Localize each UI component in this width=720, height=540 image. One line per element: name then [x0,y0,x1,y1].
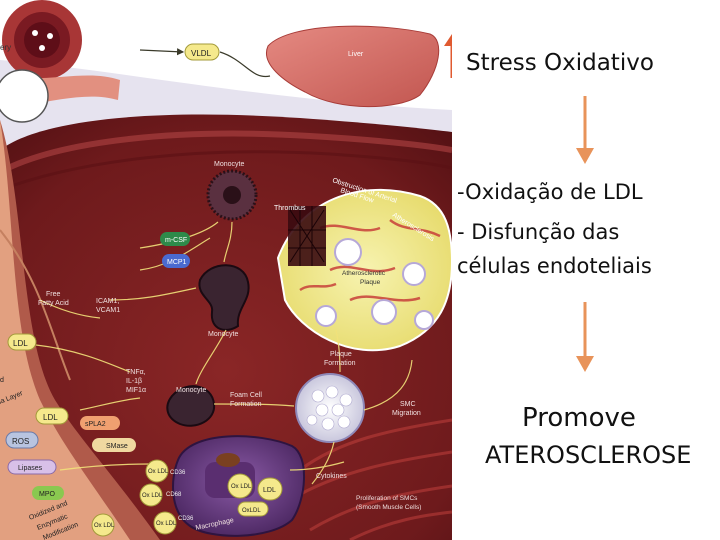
plaque-label-2: Plaque [360,279,381,286]
atherosclerosis-illustration: ery Liver VLDL [0,0,452,540]
tnf-label-1: TNFα, [126,369,146,376]
mpo-badge [32,486,64,500]
ox-ldl-3-label: Ox LDL [142,493,163,499]
liver-label: Liver [348,51,364,58]
mcp1-label: MCP1 [167,259,187,266]
mcp1-badge [162,254,190,268]
cd36-1-label: CD36 [170,470,186,476]
vldl-badge [184,43,220,61]
foam-label-1: Foam Cell [230,392,262,399]
monocyte-low-label: Monocyte [176,387,206,394]
ldl-right-badge [257,477,283,501]
tnf-label-3: MIF1α [126,387,146,394]
plaque-formation-label-1: Plaque [330,351,352,358]
ffa-label-1: Free [46,291,61,298]
oxldl-label: OxLDL [242,508,261,514]
ldl-right-label: LDL [263,487,276,494]
mcsf-badge [160,232,190,246]
icam-label-1: ICAM1, [96,298,119,305]
tnf-label-2: IL-1β [126,378,142,385]
d-label: d [0,377,4,384]
ox-ldl-5-badge [153,511,177,535]
stress-oxidativo-label: Stress Oxidativo [466,50,654,76]
mcsf-label: m-CSF [165,237,187,244]
ldl-left-badge [7,333,37,351]
thrombus-icon [288,206,326,266]
ox-ldl-5-label: Ox LDL [156,521,177,527]
smase-badge [92,438,136,452]
stress-up-arrow-icon [444,34,452,78]
plaque-label-1: Atherosclerotic [342,270,386,277]
plaque-formation-label-2: Formation [324,360,356,367]
mpo-label: MPO [39,491,56,498]
ldl-low-label: LDL [43,413,58,422]
ox-ldl-1-label: Ox LDL [148,469,169,475]
cd68-label: CD68 [166,492,182,498]
down-arrow-1-icon [576,96,594,164]
spla2-label: sPLA2 [85,421,106,428]
ros-badge [5,431,39,449]
monocyte-mid-label: Monocyte [208,331,238,338]
disfuncao-label: - Disfunção das [457,220,620,244]
icam-label-2: VCAM1 [96,307,120,314]
liver-icon [266,25,440,108]
smc-label-2: Migration [392,410,421,417]
monocyte-top-icon [206,169,258,221]
celulas-endoteliais-label: células endoteliais [457,254,652,278]
vldl-label: VLDL [191,49,212,58]
ox-ldl-3-badge [139,483,163,507]
monocyte-top-label: Monocyte [214,161,244,168]
down-arrow-2-icon [576,302,594,372]
foam-label-2: Formation [230,401,262,408]
foam-cell-icon [295,373,365,443]
prolif-label-2: (Smooth Muscle Cells) [356,504,421,511]
oxldl-badge [237,501,269,517]
oxidacao-ldl-label: -Oxidação de LDL [457,180,643,204]
smc-label-1: SMC [400,401,416,408]
cd-small-label: CD36 [178,516,194,522]
lipases-label: Lipases [18,465,43,472]
aterosclerose-label: ATEROSCLEROSE [485,441,692,469]
ros-label: ROS [12,437,29,446]
smase-label: SMase [106,443,128,450]
ldl-low-badge [35,407,69,425]
ox-ldl-2-badge [227,473,253,499]
ox-ldl-4-badge [91,513,115,537]
ox-ldl-1-badge [145,459,169,483]
monocyte-mid-icon [198,264,250,331]
artery-label: ery [0,43,11,52]
ldl-left-label: LDL [13,339,28,348]
ox-ldl-4-label: Ox LDL [94,523,115,529]
ox-ldl-2-label: Ox LDL [231,484,252,490]
prolif-label-1: Proliferation of SMCs [356,495,418,502]
spla2-badge [80,416,120,430]
lipases-badge [7,459,57,475]
artery-cross-section-icon [0,0,120,123]
cytokines-label: Cytokines [316,473,347,480]
thrombus-label: Thrombus [274,205,306,212]
ffa-label-2: Fatty Acid [38,300,69,307]
promove-label: Promove [522,403,636,433]
monocyte-low-icon [166,385,216,427]
